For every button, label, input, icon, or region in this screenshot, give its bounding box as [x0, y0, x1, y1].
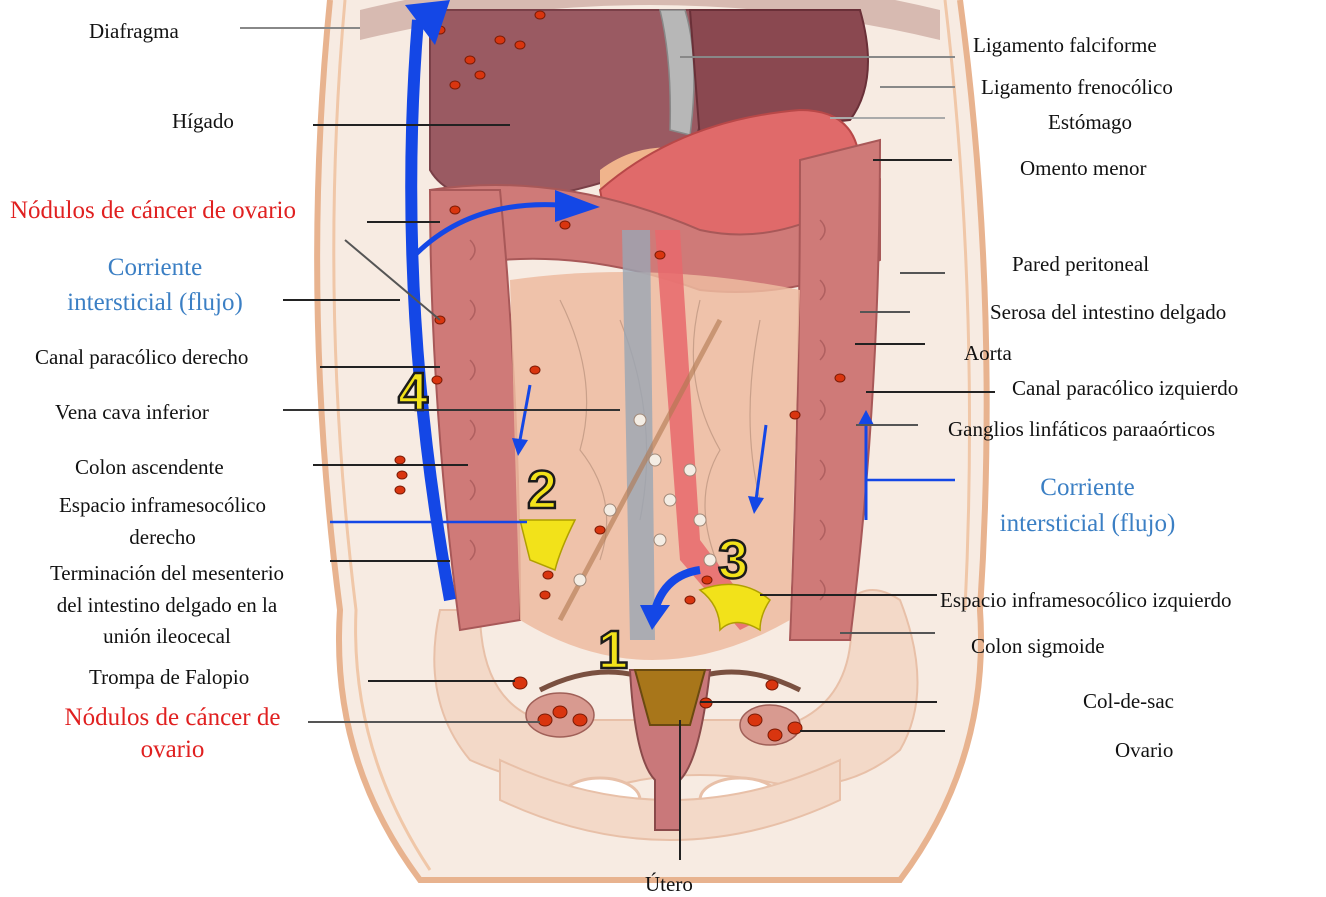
- label-ligamento-falciforme: Ligamento falciforme: [973, 33, 1157, 57]
- label-col-de-sac: Col-de-sac: [1083, 689, 1174, 713]
- label-higado: Hígado: [172, 109, 234, 133]
- label-terminacion-2: del intestino delgado en la: [12, 593, 322, 617]
- marker-3: 3: [718, 530, 748, 590]
- marker-2: 2: [527, 460, 557, 520]
- label-serosa: Serosa del intestino delgado: [990, 300, 1226, 324]
- label-ligamento-frenocolico: Ligamento frenocólico: [981, 75, 1173, 99]
- label-ovario: Ovario: [1115, 738, 1173, 762]
- label-nodulos-top: Nódulos de cáncer de ovario: [10, 196, 296, 225]
- label-vena-cava: Vena cava inferior: [55, 400, 209, 424]
- label-utero: Útero: [645, 872, 693, 896]
- marker-1: 1: [598, 620, 628, 680]
- label-corriente-left-2: intersticial (flujo): [20, 287, 290, 318]
- label-trompa: Trompa de Falopio: [89, 665, 249, 689]
- label-espacio-derecho-2: derecho: [20, 525, 305, 549]
- label-espacio-derecho-1: Espacio inframesocólico: [20, 493, 305, 517]
- label-estomago: Estómago: [1048, 110, 1132, 134]
- label-aorta: Aorta: [964, 341, 1012, 365]
- label-corriente-left-1: Corriente: [20, 252, 290, 283]
- label-nodulos-bottom-1: Nódulos de cáncer de: [20, 703, 325, 732]
- label-omento-menor: Omento menor: [1020, 156, 1147, 180]
- label-corriente-right-2: intersticial (flujo): [955, 508, 1220, 539]
- label-diafragma: Diafragma: [89, 19, 179, 43]
- label-espacio-izquierdo: Espacio inframesocólico izquierdo: [940, 588, 1232, 612]
- label-pared-peritoneal: Pared peritoneal: [1012, 252, 1149, 276]
- label-colon-ascendente: Colon ascendente: [75, 455, 224, 479]
- label-corriente-right-1: Corriente: [955, 472, 1220, 503]
- label-canal-izquierdo: Canal paracólico izquierdo: [1012, 376, 1238, 400]
- label-colon-sigmoide: Colon sigmoide: [971, 634, 1105, 658]
- marker-4: 4: [398, 362, 428, 422]
- label-terminacion-3: unión ileocecal: [12, 624, 322, 648]
- label-ganglios: Ganglios linfáticos paraaórticos: [948, 417, 1215, 441]
- label-terminacion-1: Terminación del mesenterio: [12, 561, 322, 585]
- label-canal-derecho: Canal paracólico derecho: [35, 345, 248, 369]
- label-nodulos-bottom-2: ovario: [20, 735, 325, 764]
